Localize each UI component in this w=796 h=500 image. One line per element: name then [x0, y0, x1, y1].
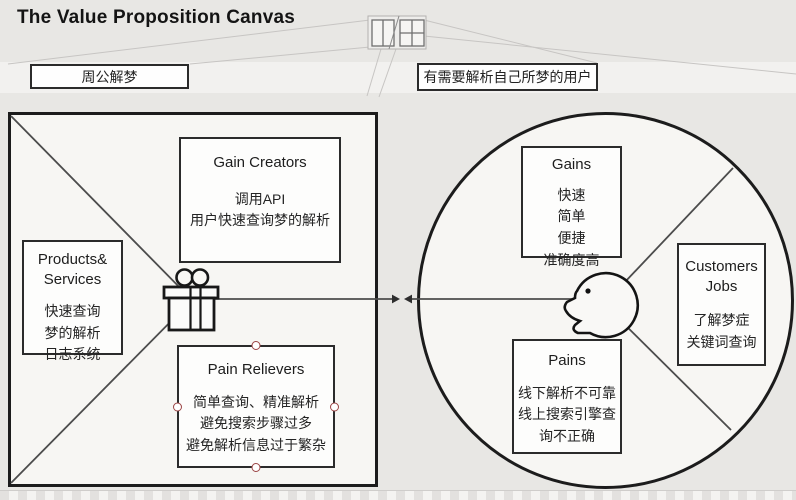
gain-creators-box[interactable]: Gain Creators 调用API 用户快速查询梦的解析 — [179, 137, 341, 263]
products-services-heading: Products& Services — [37, 251, 108, 288]
customer-jobs-box[interactable]: Customers Jobs 了解梦症 关键词查询 — [677, 243, 766, 366]
selection-handle-bottom[interactable] — [251, 463, 261, 472]
gains-heading: Gains — [551, 156, 592, 173]
value-side-label-box[interactable]: 周公解梦 — [30, 64, 189, 89]
page-title: The Value Proposition Canvas — [17, 7, 296, 28]
projection-lines — [7, 19, 796, 98]
square-divider-lines — [10, 115, 193, 484]
selection-handle-left[interactable] — [173, 402, 182, 411]
pains-body: 线下解析不可靠 线上搜索引擎查 询不正确 — [518, 384, 616, 444]
selection-handle-top[interactable] — [251, 341, 261, 350]
value-side-label: 周公解梦 — [81, 68, 138, 85]
gain-creators-body: 调用API 用户快速查询梦的解析 — [190, 190, 330, 229]
customer-side-label: 有需要解析自己所梦的用户 — [423, 69, 592, 85]
pain-relievers-body: 简单查询、精准解析 避免搜索步骤过多 避免解析信息过于繁杂 — [186, 393, 326, 453]
page-bottom-strip — [0, 490, 796, 500]
pains-heading: Pains — [548, 352, 586, 369]
mini-canvas-thumbnail-icon — [367, 15, 427, 50]
gains-box[interactable]: Gains 快速 简单 便捷 准确度高 — [521, 146, 622, 268]
products-services-body: 快速查询 梦的解析 日志系统 — [44, 303, 101, 363]
pains-box[interactable]: Pains 线下解析不可靠 线上搜索引擎查 询不正确 — [512, 339, 622, 454]
customer-side-label-box[interactable]: 有需要解析自己所梦的用户 — [417, 63, 598, 91]
products-services-box[interactable]: Products& Services 快速查询 梦的解析 日志系统 — [22, 240, 123, 362]
customer-face-icon — [563, 271, 639, 339]
selection-handle-right[interactable] — [330, 402, 339, 411]
gift-icon — [162, 268, 220, 332]
face-eye-dot — [585, 288, 591, 294]
customer-jobs-heading: Customers Jobs — [685, 258, 758, 295]
gain-creators-heading: Gain Creators — [213, 154, 307, 171]
fit-arrow-right — [200, 294, 400, 304]
pain-relievers-box[interactable]: Pain Relievers 简单查询、精准解析 避免搜索步骤过多 避免解析信息… — [173, 341, 339, 472]
fit-arrow-left — [404, 294, 600, 304]
customer-jobs-body: 了解梦症 关键词查询 — [686, 312, 757, 350]
gains-body: 快速 简单 便捷 准确度高 — [543, 186, 600, 268]
pain-relievers-heading: Pain Relievers — [207, 361, 305, 378]
